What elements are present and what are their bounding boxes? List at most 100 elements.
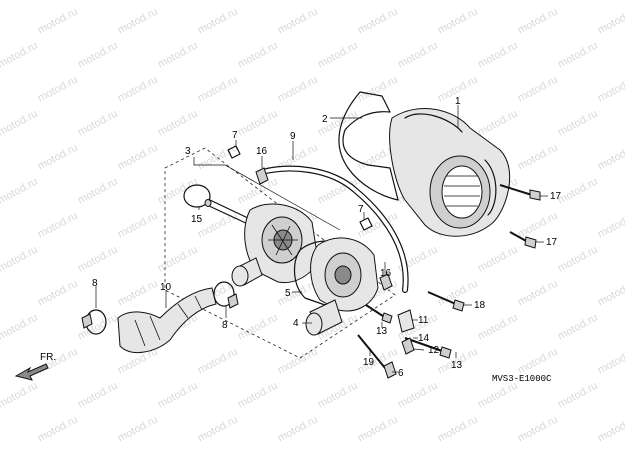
watermark-text: motod.ru <box>436 6 480 37</box>
watermark-text: motod.ru <box>236 40 280 71</box>
clamp-16-upper <box>255 167 269 185</box>
watermark-text: motod.ru <box>236 380 280 411</box>
hose-clamp-8-right <box>213 281 239 309</box>
watermark-text: motod.ru <box>36 210 80 241</box>
watermark-text: motod.ru <box>316 40 360 71</box>
watermark-text: motod.ru <box>356 414 400 445</box>
watermark-text: motod.ru <box>196 210 240 241</box>
callout-7-upper: 7 <box>232 130 238 141</box>
callout-2: 2 <box>322 114 328 125</box>
callout-9: 9 <box>290 131 296 142</box>
watermark-text: motod.ru <box>356 74 400 105</box>
watermark-text: motod.ru <box>596 6 625 37</box>
washer-6 <box>383 361 397 379</box>
watermark-text: motod.ru <box>236 176 280 207</box>
callout-labels: 1 2 3 4 5 6 7 7 8 8 9 10 11 12 13 13 14 … <box>92 96 562 379</box>
watermark-text: motod.ru <box>236 312 280 343</box>
callout-19: 19 <box>363 357 375 368</box>
bolt-18 <box>427 291 465 312</box>
watermark-text: motod.ru <box>516 74 560 105</box>
watermark-text: motod.ru <box>596 74 625 105</box>
watermark-text: motod.ru <box>196 6 240 37</box>
parts-11-14 <box>397 309 415 355</box>
watermark-text: motod.ru <box>516 6 560 37</box>
clip-7-upper <box>227 145 241 159</box>
watermark-text: motod.ru <box>0 0 40 3</box>
bolt-17-lower <box>509 231 537 249</box>
watermark-text: motod.ru <box>36 6 80 37</box>
watermark-text: motod.ru <box>476 108 520 139</box>
callout-7-lower: 7 <box>358 204 364 215</box>
watermark-text: motod.ru <box>276 74 320 105</box>
watermark-text: motod.ru <box>596 346 625 377</box>
watermark-text: motod.ru <box>436 414 480 445</box>
callout-13-right: 13 <box>451 360 463 371</box>
watermark-text: motod.ru <box>476 244 520 275</box>
callout-6: 6 <box>398 368 404 379</box>
diagram-code: MVS3-E1000C <box>492 374 552 384</box>
watermark-text: motod.ru <box>476 380 520 411</box>
watermark-text: motod.ru <box>156 380 200 411</box>
watermark-text: motod.ru <box>0 312 40 343</box>
watermark-text: motod.ru <box>596 142 625 173</box>
watermark-text: motod.ru <box>556 244 600 275</box>
watermark-text: motod.ru <box>276 414 320 445</box>
callout-16-upper: 16 <box>256 146 268 157</box>
watermark-text: motod.ru <box>476 312 520 343</box>
watermark-text: motod.ru <box>196 74 240 105</box>
watermark-text: motod.ru <box>556 312 600 343</box>
watermark-text: motod.ru <box>116 414 160 445</box>
watermark-text: motod.ru <box>516 210 560 241</box>
watermark-text: motod.ru <box>36 414 80 445</box>
callout-4: 4 <box>293 318 299 329</box>
watermark-text: motod.ru <box>156 108 200 139</box>
watermark-text: motod.ru <box>0 380 40 411</box>
o-ring <box>183 184 211 208</box>
callout-13-left: 13 <box>376 326 388 337</box>
cover-gasket <box>338 91 399 201</box>
bolt-17-upper <box>499 184 541 201</box>
watermark-text: motod.ru <box>116 278 160 309</box>
callout-8-left: 8 <box>92 278 98 289</box>
watermark-text: motod.ru <box>156 176 200 207</box>
watermark-text: motod.ru <box>36 278 80 309</box>
watermark-text: motod.ru <box>76 380 120 411</box>
watermark-text: motod.ru <box>116 142 160 173</box>
watermark-text: motod.ru <box>0 176 40 207</box>
clip-7-lower <box>359 217 373 231</box>
watermark-text: motod.ru <box>76 0 120 3</box>
leader-lines <box>95 105 548 373</box>
watermark-text: motod.ru <box>276 6 320 37</box>
watermark-text: motod.ru <box>396 0 440 3</box>
drain-bolt-19 <box>357 334 386 369</box>
watermark-text: motod.ru <box>316 0 360 3</box>
watermark-text: motod.ru <box>516 346 560 377</box>
front-arrow-label: FR. <box>40 352 56 363</box>
bolt-13-left <box>365 304 393 324</box>
watermark-text: motod.ru <box>556 380 600 411</box>
watermark-text: motod.ru <box>236 108 280 139</box>
watermark-text: motod.ru <box>76 40 120 71</box>
watermark-text: motod.ru <box>556 0 600 3</box>
watermark-text: motod.ru <box>556 108 600 139</box>
watermark-text: motod.ru <box>196 346 240 377</box>
watermark-text: motod.ru <box>396 40 440 71</box>
hose-clamp-8-left <box>81 309 107 335</box>
watermark-text: motod.ru <box>476 0 520 3</box>
callout-14: 14 <box>418 333 430 344</box>
callout-1: 1 <box>455 96 461 107</box>
watermark-text: motod.ru <box>76 244 120 275</box>
watermark-text: motod.ru <box>596 210 625 241</box>
watermark-text: motod.ru <box>596 414 625 445</box>
watermark-text: motod.ru <box>516 142 560 173</box>
impeller-shaft <box>204 199 253 226</box>
watermark-text: motod.ru <box>76 108 120 139</box>
watermark-text: motod.ru <box>236 0 280 3</box>
watermark-text: motod.ru <box>76 176 120 207</box>
watermark-text: motod.ru <box>316 380 360 411</box>
front-arrow: FR. <box>14 352 56 381</box>
watermark-text: motod.ru <box>516 278 560 309</box>
watermark-text: motod.ru <box>36 142 80 173</box>
watermark-text: motod.ru <box>36 74 80 105</box>
